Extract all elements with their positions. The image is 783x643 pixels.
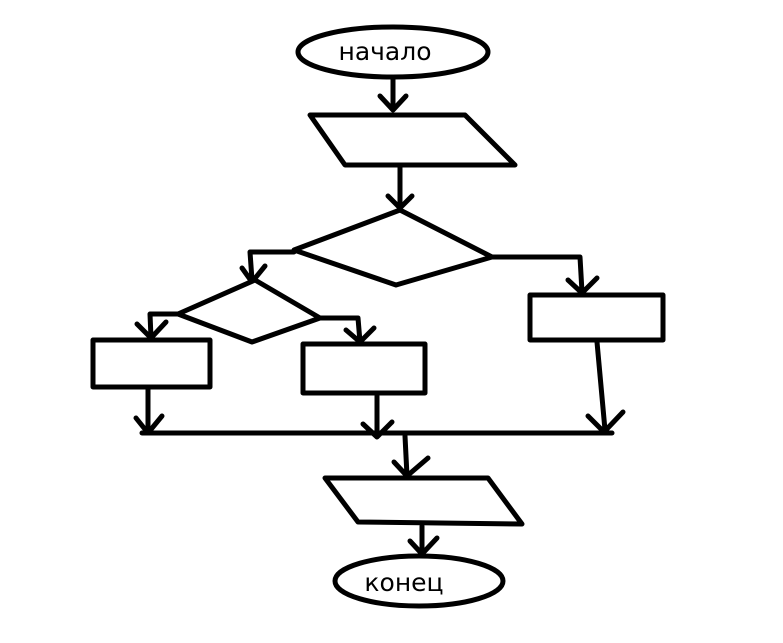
end-terminator [332,553,506,609]
left-process-down-arrow [133,386,165,436]
arrow-input-to-decision [385,164,415,211]
left-process-box [90,337,213,390]
sub-decision-diamond [175,277,323,345]
end-label: конец [364,568,443,597]
arrow-merge-to-output [391,433,431,479]
main-decision-diamond [291,207,495,288]
sub-right-connector [317,315,377,345]
output-parallelogram [322,475,525,527]
arrow-output-to-end [407,523,440,557]
input-parallelogram [307,112,518,168]
left-branch-connector [239,249,297,285]
sub-left-connector [134,311,181,341]
right-process-box [527,292,666,343]
right-branch-connector [489,254,600,296]
middle-process-down-arrow [360,393,395,440]
middle-process-box [300,341,428,396]
right-process-down-arrow [585,339,626,435]
start-label: начало [338,37,431,66]
arrow-start-to-input [377,74,409,113]
